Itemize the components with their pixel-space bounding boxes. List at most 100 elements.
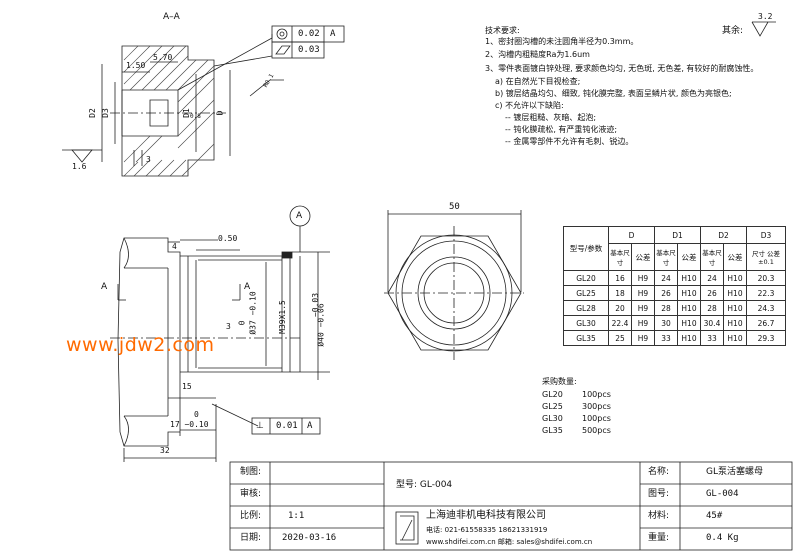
table-cell: H9 bbox=[631, 315, 655, 331]
tech-item: 1、密封圈沟槽的未注圆角半径为0.3mm。 bbox=[485, 37, 639, 46]
table-cell: H10 bbox=[723, 300, 747, 316]
dim-3-small: 3 bbox=[146, 155, 151, 164]
datum-a: A bbox=[296, 211, 303, 221]
table-cell: 30.4 bbox=[700, 315, 724, 331]
tech-item: a) 在自然光下目视检查; bbox=[495, 77, 581, 86]
dim-d2: D2 bbox=[87, 108, 97, 118]
table-cell: H10 bbox=[723, 270, 747, 286]
spec-table: 型号/参数 D D1 D2 D3 基本尺寸 公差 基本尺寸 公差 基本尺寸 公差… bbox=[563, 226, 786, 346]
sub-head: 公差 bbox=[723, 243, 747, 271]
table-cell: 18 bbox=[608, 285, 632, 301]
row-model: GL20 bbox=[563, 270, 609, 286]
purchase-model: GL30 bbox=[542, 414, 563, 423]
table-cell: 24 bbox=[700, 270, 724, 286]
purchase-qty: 500pcs bbox=[582, 426, 611, 435]
dim-32: 32 bbox=[160, 446, 170, 455]
purchase-model: GL25 bbox=[542, 402, 563, 411]
tb-name-label: 名称: bbox=[648, 467, 670, 477]
dim-0: 0 bbox=[194, 410, 199, 419]
tb-material-label: 材料: bbox=[648, 511, 670, 521]
table-cell: H9 bbox=[631, 300, 655, 316]
table-cell: 26.7 bbox=[746, 315, 786, 331]
tech-item: 3、零件表面镀白锌处理, 要求颜色均匀, 无色斑, 无色差, 有较好的耐腐蚀性。 bbox=[485, 64, 759, 73]
dim-17: 17 −0.10 bbox=[170, 420, 209, 429]
tb-drawing-no-label: 图号: bbox=[648, 489, 670, 499]
tech-item: b) 镀层结晶均匀、细致, 钝化膜完整, 表面呈鳞片状, 颜色为亮银色; bbox=[495, 89, 732, 98]
dim-570: 5.70 bbox=[153, 53, 173, 62]
tol-cyl-value: 0.03 bbox=[298, 45, 320, 55]
dim-dia37-upper: 0 bbox=[237, 320, 247, 326]
row-model: GL25 bbox=[563, 285, 609, 301]
purchase-qty: 300pcs bbox=[582, 402, 611, 411]
purchase-title: 采购数量: bbox=[542, 377, 577, 386]
sub-head: 基本尺寸 bbox=[608, 243, 632, 271]
sub-head: 公差 bbox=[631, 243, 655, 271]
dim-m39: M39X1.5 bbox=[277, 300, 287, 334]
tol-flatness-value: 0.02 bbox=[298, 29, 320, 39]
table-cell: 20.3 bbox=[746, 270, 786, 286]
table-cell: 20 bbox=[608, 300, 632, 316]
table-cell: H10 bbox=[677, 285, 701, 301]
title-block-lines bbox=[229, 461, 793, 551]
section-view bbox=[62, 34, 273, 177]
dim-150: 1.50 bbox=[126, 61, 146, 70]
tb-shenhe: 审核: bbox=[240, 489, 262, 499]
table-cell: 33 bbox=[654, 330, 678, 346]
perp-ref: A bbox=[307, 421, 313, 431]
table-cell: H9 bbox=[631, 330, 655, 346]
col-type: 型号/参数 bbox=[563, 226, 609, 271]
dim-15: 15 bbox=[182, 382, 192, 391]
purchase-model: GL20 bbox=[542, 390, 563, 399]
group-d2: D2 bbox=[700, 226, 747, 244]
perp-value: 0.01 bbox=[276, 421, 298, 431]
table-cell: 26 bbox=[654, 285, 678, 301]
table-cell: 22.4 bbox=[608, 315, 632, 331]
dim-50: 50 bbox=[449, 202, 460, 212]
dim-4: 4 bbox=[172, 242, 177, 251]
tech-item: c) 不允许以下缺陷: bbox=[495, 101, 564, 110]
tol-flatness-ref: A bbox=[330, 29, 336, 39]
table-cell: H10 bbox=[723, 330, 747, 346]
group-d3: D3 bbox=[746, 226, 786, 244]
hex-view bbox=[384, 210, 524, 360]
dim-dia40: Ø40 −0.06 bbox=[316, 303, 326, 347]
table-cell: 16 bbox=[608, 270, 632, 286]
tb-riqi-val: 2020-03-16 bbox=[282, 533, 337, 543]
table-cell: H9 bbox=[631, 285, 655, 301]
tb-bili: 比例: bbox=[240, 511, 262, 521]
tb-drawing-no-val: GL-004 bbox=[706, 489, 739, 499]
table-cell: 22.3 bbox=[746, 285, 786, 301]
label-a-right: A bbox=[244, 282, 251, 292]
table-cell: 28 bbox=[654, 300, 678, 316]
sub-head: 基本尺寸 bbox=[700, 243, 724, 271]
tb-web: www.shdifei.com.cn 邮箱: sales@shdifei.com… bbox=[426, 538, 593, 546]
tb-weight-label: 重量: bbox=[648, 533, 670, 543]
tech-item: 2、沟槽内粗糙度Ra为1.6um bbox=[485, 50, 590, 59]
purchase-model: GL35 bbox=[542, 426, 563, 435]
table-cell: H9 bbox=[631, 270, 655, 286]
tech-item: -- 钝化膜疏松, 有严重钝化液迹; bbox=[505, 125, 618, 134]
purchase-qty: 100pcs bbox=[582, 414, 611, 423]
sub-head: 基本尺寸 bbox=[654, 243, 678, 271]
label-a-left: A bbox=[101, 282, 108, 292]
tb-weight-val: 0.4 Kg bbox=[706, 533, 739, 543]
table-cell: 30 bbox=[654, 315, 678, 331]
table-cell: H10 bbox=[723, 285, 747, 301]
dim-dia37: Ø37 −0.10 bbox=[248, 291, 258, 335]
dim-08: 0.8 bbox=[190, 113, 201, 120]
row-model: GL30 bbox=[563, 315, 609, 331]
table-cell: H10 bbox=[677, 330, 701, 346]
tb-name-val: GL泵活塞螺母 bbox=[706, 467, 763, 477]
dim-ra16: 1.6 bbox=[72, 162, 87, 171]
group-d: D bbox=[608, 226, 655, 244]
dim-d: D bbox=[215, 110, 225, 116]
table-cell: 24.3 bbox=[746, 300, 786, 316]
tech-item: -- 金属零部件不允许有毛刺、锐边。 bbox=[505, 137, 634, 146]
table-cell: 24 bbox=[654, 270, 678, 286]
row-model: GL35 bbox=[563, 330, 609, 346]
table-cell: H10 bbox=[723, 315, 747, 331]
